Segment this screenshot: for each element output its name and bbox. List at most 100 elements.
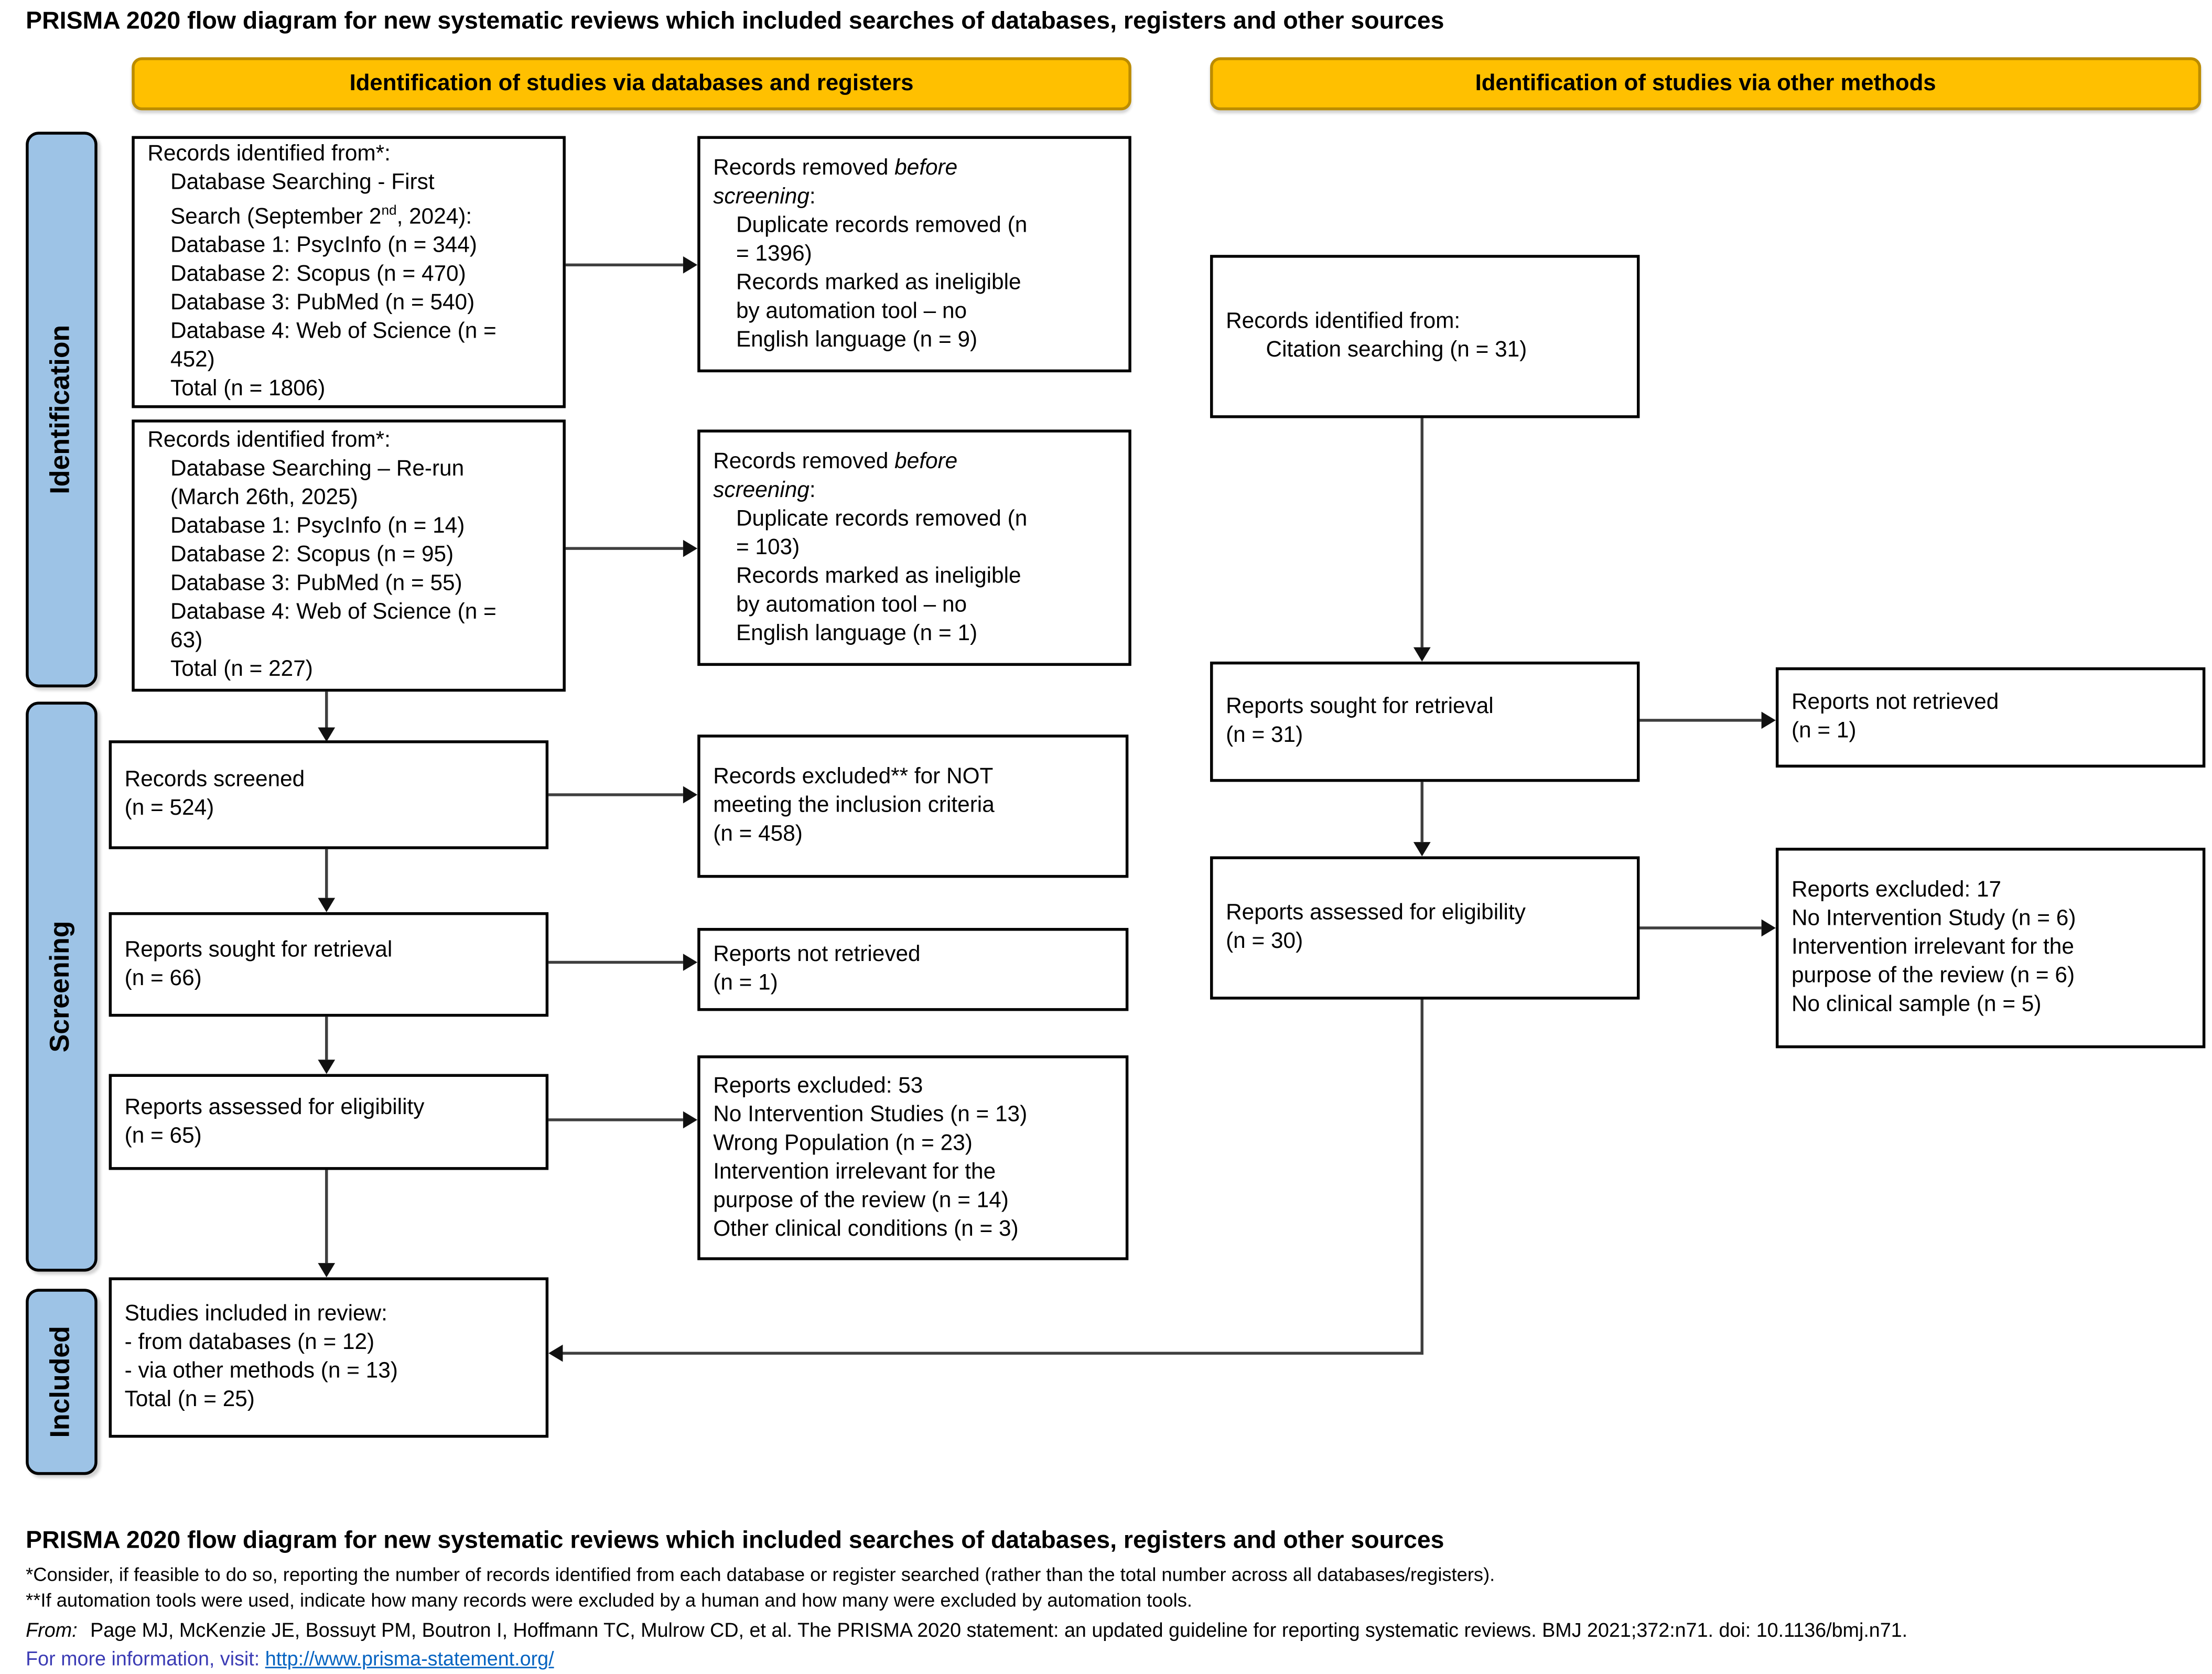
box-line: Records marked as ineligible [736, 563, 1021, 588]
box-citation-searching: Records identified from: Citation search… [1210, 255, 1640, 418]
more-info-label: For more information, visit: [26, 1648, 260, 1670]
box-line: No clinical sample (n = 5) [1791, 992, 2042, 1017]
box-line: Database Searching – Re-run [170, 457, 465, 481]
banner-databases-registers-label: Identification of studies via databases … [349, 71, 914, 95]
box-line: Intervention irrelevant for the [713, 1159, 996, 1184]
box-not-retrieved-other: Reports not retrieved (n = 1) [1775, 667, 2206, 768]
box-records-screened: Records screened (n = 524) [109, 740, 549, 849]
box-line: Records screened [124, 768, 305, 792]
stage-screening: Screening [26, 701, 98, 1272]
box-assessed-other: Reports assessed for eligibility (n = 30… [1210, 856, 1640, 1000]
box-reports-not-retrieved: Reports not retrieved (n = 1) [697, 927, 1129, 1011]
box-studies-included: Studies included in review: - from datab… [109, 1277, 549, 1438]
box-line: (March 26th, 2025) [170, 485, 358, 510]
box-line: (n = 458) [713, 822, 803, 847]
box-line: Reports assessed for eligibility [124, 1095, 425, 1119]
box-line: Reports not retrieved [1791, 690, 1999, 715]
box-line: = 103) [736, 535, 800, 559]
stage-identification-label: Identification [46, 325, 76, 494]
box-line: by automation tool – no [736, 298, 967, 323]
box-records-removed-first: Records removed before screening: Duplic… [697, 136, 1131, 373]
box-line: Total (n = 1806) [170, 376, 326, 402]
box-line: Records marked as ineligible [736, 269, 1021, 295]
citation-line: From: Page MJ, McKenzie JE, Bossuyt PM, B… [26, 1619, 1907, 1641]
banner-other-methods: Identification of studies via other meth… [1210, 57, 2202, 111]
box-line: Records identified from*: [147, 142, 391, 166]
box-reports-sought: Reports sought for retrieval (n = 66) [109, 912, 549, 1017]
box-line: Wrong Population (n = 23) [713, 1130, 973, 1155]
box-line: Search (September 2nd, 2024): [170, 203, 472, 230]
box-line: No Intervention Study (n = 6) [1791, 906, 2076, 931]
box-line: Records removed before [713, 155, 958, 180]
box-reports-assessed: Reports assessed for eligibility (n = 65… [109, 1074, 549, 1170]
box-line: Reports excluded: 53 [713, 1073, 923, 1098]
box-line: Total (n = 25) [124, 1387, 255, 1412]
box-line: (n = 524) [124, 796, 214, 821]
box-line: Database 3: PubMed (n = 55) [170, 571, 462, 596]
box-line: purpose of the review (n = 14) [713, 1187, 1009, 1213]
box-line: Reports sought for retrieval [1226, 694, 1494, 719]
box-line: Database 2: Scopus (n = 470) [170, 262, 466, 287]
box-line: Intervention irrelevant for the [1791, 935, 2074, 960]
box-line: Records excluded** for NOT [713, 764, 994, 790]
box-line: Studies included in review: [124, 1301, 387, 1326]
box-line: screening: [713, 183, 816, 209]
box-line: (n = 66) [124, 966, 202, 990]
box-line: No Intervention Studies (n = 13) [713, 1101, 1028, 1127]
box-line: (n = 65) [124, 1123, 202, 1148]
box-line: Other clinical conditions (n = 3) [713, 1216, 1019, 1241]
stage-included-label: Included [46, 1326, 76, 1438]
box-line: Records identified from: [1226, 309, 1461, 334]
box-line: Database 1: PsycInfo (n = 14) [170, 514, 465, 539]
box-line: screening: [713, 477, 816, 502]
box-line: English language (n = 1) [736, 621, 978, 645]
prisma-statement-link[interactable]: http://www.prisma-statement.org/ [265, 1648, 554, 1670]
box-line: = 1396) [736, 241, 812, 266]
box-line: - via other methods (n = 13) [124, 1359, 398, 1384]
box-line: Database Searching - First [170, 170, 435, 195]
box-line: Database 2: Scopus (n = 95) [170, 543, 454, 567]
box-line: meeting the inclusion criteria [713, 793, 995, 818]
banner-other-methods-label: Identification of studies via other meth… [1475, 71, 1936, 95]
stage-identification: Identification [26, 132, 98, 688]
stage-screening-label: Screening [46, 921, 76, 1053]
footer-title: PRISMA 2020 flow diagram for new systema… [26, 1526, 1444, 1554]
box-reports-excluded-17: Reports excluded: 17 No Intervention Stu… [1775, 847, 2206, 1049]
page-title: PRISMA 2020 flow diagram for new systema… [26, 7, 1444, 35]
box-line: Reports sought for retrieval [124, 937, 393, 962]
box-line: Database 4: Web of Science (n = [170, 319, 497, 344]
box-reports-excluded-53: Reports excluded: 53 No Intervention Stu… [697, 1055, 1129, 1260]
box-line: English language (n = 9) [736, 327, 978, 352]
box-line: (n = 30) [1226, 929, 1303, 954]
box-records-identified-rerun: Records identified from*: Database Searc… [132, 419, 566, 692]
box-line: Total (n = 227) [170, 657, 313, 682]
box-line: Records removed before [713, 449, 958, 473]
box-line: 63) [170, 629, 203, 653]
footnote-automation: **If automation tools were used, indicat… [26, 1589, 1192, 1611]
citation-text: Page MJ, McKenzie JE, Bossuyt PM, Boutro… [90, 1619, 1908, 1641]
box-line: Database 1: PsycInfo (n = 344) [170, 233, 477, 258]
footnote-consider: *Consider, if feasible to do so, reporti… [26, 1563, 1495, 1585]
box-records-removed-rerun: Records removed before screening: Duplic… [697, 429, 1131, 666]
box-line: (n = 31) [1226, 723, 1303, 748]
from-label: From: [26, 1619, 78, 1641]
box-line: Reports assessed for eligibility [1226, 901, 1526, 925]
box-records-identified-first-search: Records identified from*: Database Searc… [132, 136, 566, 408]
box-sought-other: Reports sought for retrieval (n = 31) [1210, 661, 1640, 782]
box-line: (n = 1) [713, 970, 778, 996]
box-line: Citation searching (n = 31) [1266, 338, 1527, 363]
box-line: Duplicate records removed (n [736, 506, 1028, 531]
box-line: Database 3: PubMed (n = 540) [170, 290, 475, 316]
box-line: Records identified from*: [147, 428, 391, 453]
box-line: by automation tool – no [736, 592, 967, 617]
banner-databases-registers: Identification of studies via databases … [132, 57, 1131, 111]
stage-included: Included [26, 1289, 98, 1475]
box-line: - from databases (n = 12) [124, 1330, 375, 1355]
box-line: Duplicate records removed (n [736, 212, 1028, 237]
box-line: Reports not retrieved [713, 942, 921, 967]
box-line: Database 4: Web of Science (n = [170, 600, 497, 624]
box-line: Reports excluded: 17 [1791, 878, 2002, 902]
box-records-excluded: Records excluded** for NOT meeting the i… [697, 735, 1129, 878]
box-line: 452) [170, 348, 215, 373]
